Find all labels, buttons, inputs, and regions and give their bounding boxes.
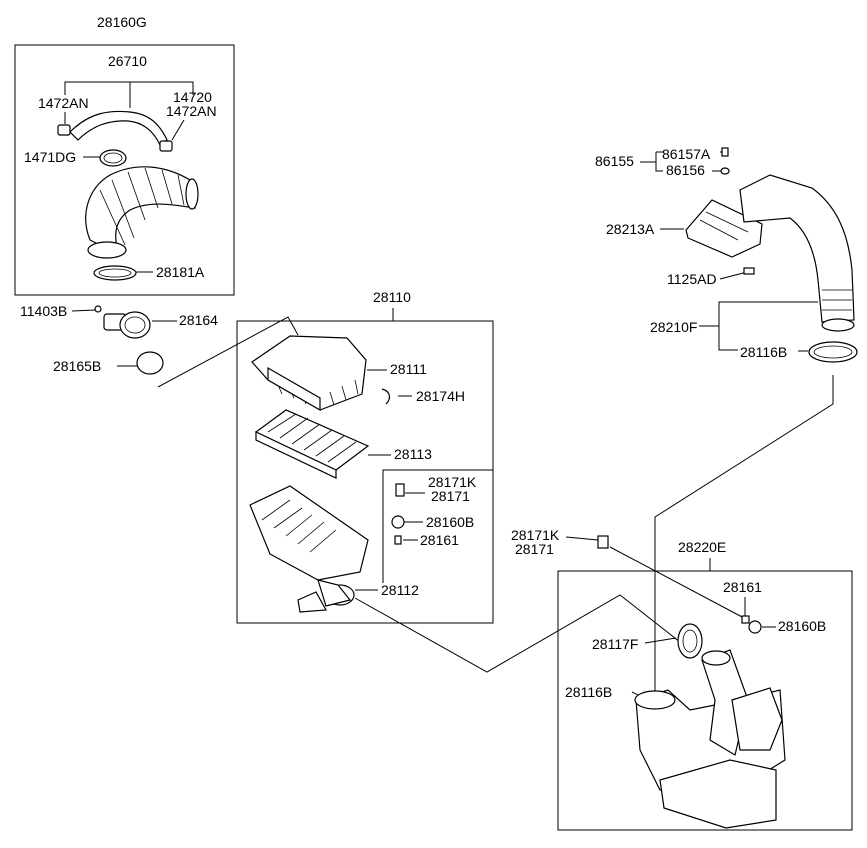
bolt-28171K-a: [395, 483, 405, 497]
hose-26710: [69, 110, 168, 146]
grommet-28160B-a: [391, 515, 405, 529]
label-11403B: 11403B: [20, 303, 67, 319]
label-28111: 28111: [390, 361, 427, 377]
label-28161: 28161: [723, 579, 762, 595]
label-28181A: 28181A: [156, 264, 205, 280]
label-28171K: 28171K: [511, 527, 560, 543]
label-86155: 86155: [595, 153, 634, 169]
label-28161: 28161: [420, 532, 459, 548]
intake-hose-bellows: [85, 166, 199, 259]
label-28174H: 28174H: [416, 388, 465, 404]
gasket-28165B: [136, 351, 164, 375]
collar-28161-a: [394, 535, 402, 545]
collar-28161-b: [741, 615, 750, 624]
label-28210F: 28210F: [650, 319, 697, 335]
group-box-28160G: [14, 44, 235, 296]
air-cleaner-cover-28111: [251, 335, 367, 412]
label-28116B: 28116B: [740, 344, 787, 360]
label-28160B: 28160B: [778, 618, 826, 634]
label-14720: 14720: [173, 89, 212, 105]
label-28213A: 28213A: [606, 221, 655, 237]
label-28220E: 28220E: [678, 539, 726, 555]
clamp-1471DG: [99, 149, 127, 167]
grommet-28160B-b: [748, 620, 762, 634]
clamp-28116B-a: [808, 341, 858, 363]
screw-86157A: [721, 147, 729, 157]
clip-28174H: [381, 388, 391, 405]
clip-1472AN-right: [159, 140, 173, 152]
label-28116B: 28116B: [565, 684, 612, 700]
air-cleaner-body-28112: [249, 485, 369, 613]
clamp-28181A: [93, 265, 137, 281]
label-28164: 28164: [179, 312, 218, 328]
nut-86156: [720, 167, 730, 175]
label-28113: 28113: [394, 446, 432, 462]
label-28160G: 28160G: [97, 14, 147, 30]
label-1472AN: 1472AN: [166, 103, 217, 119]
air-duct-28210F: [739, 174, 855, 332]
label-28171K: 28171K: [428, 474, 477, 490]
label-28110: 28110: [373, 289, 411, 305]
group-box-28220E: [557, 570, 853, 831]
label-28117F: 28117F: [592, 636, 638, 652]
hose-28117F: [677, 623, 703, 659]
label-86157A: 86157A: [662, 146, 711, 162]
label-1125AD: 1125AD: [667, 271, 717, 287]
label-28160B: 28160B: [426, 514, 474, 530]
leader-lines: [64, 81, 834, 701]
label-28171: 28171: [515, 541, 554, 557]
label-1471DG: 1471DG: [24, 149, 76, 165]
bracket-28213A: [685, 199, 763, 258]
bolt-11403B: [94, 305, 102, 313]
label-86156: 86156: [666, 162, 705, 178]
label-26710: 26710: [108, 53, 147, 69]
label-28171: 28171: [431, 488, 470, 504]
label-28165B: 28165B: [53, 358, 101, 374]
air-filter-element-28113: [254, 409, 370, 479]
resonator-28220E: [634, 649, 786, 829]
sensor-28164: [103, 311, 151, 339]
label-1472AN: 1472AN: [38, 95, 89, 111]
group-box-28110: [236, 320, 494, 624]
clip-1472AN-left: [57, 124, 71, 136]
label-28112: 28112: [381, 582, 419, 598]
bolt-1125AD: [743, 267, 755, 275]
bolt-28171K-b: [597, 535, 609, 549]
